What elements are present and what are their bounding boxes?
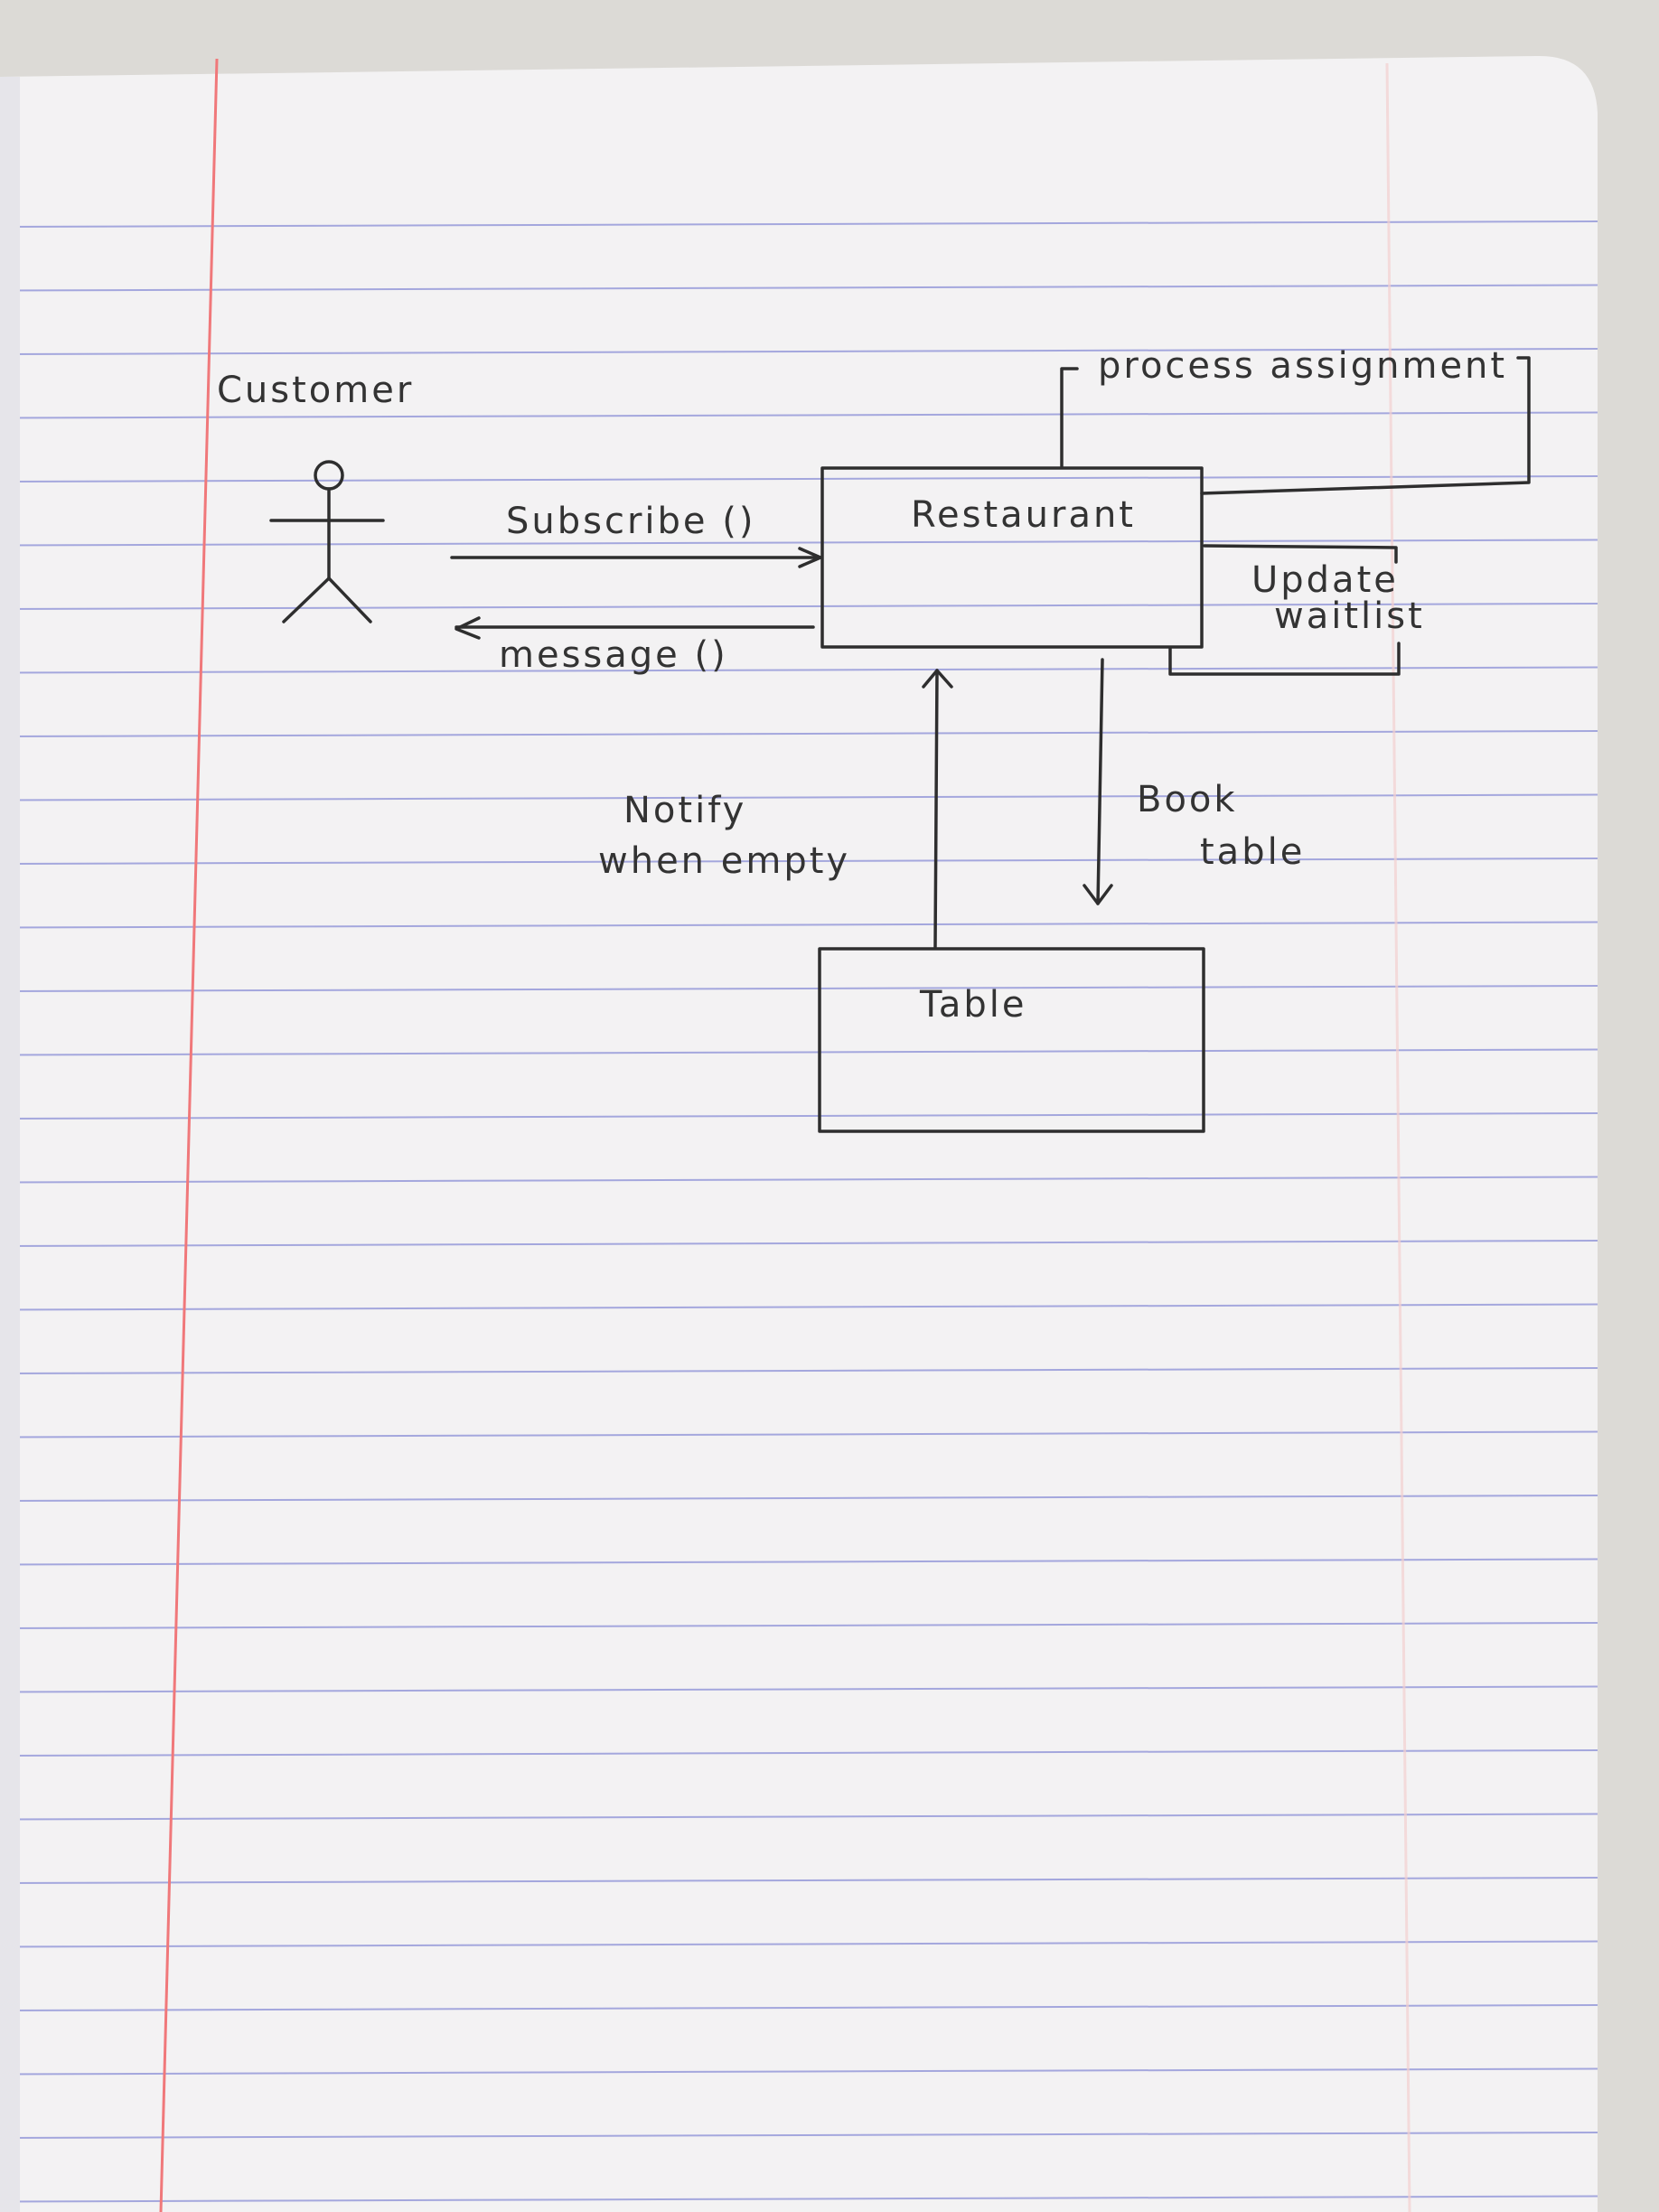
message-arrow — [455, 616, 815, 640]
update-waitlist-loop — [1168, 544, 1401, 676]
ruled-line — [0, 2004, 1598, 2011]
ruled-line — [0, 348, 1598, 355]
ruled-line — [0, 1048, 1598, 1056]
restaurant-box — [820, 466, 1204, 649]
ruled-line — [0, 793, 1598, 801]
ruled-line — [0, 1685, 1598, 1693]
book-label-1: Book — [1137, 779, 1238, 820]
ruled-line — [0, 1430, 1598, 1439]
ruled-line — [0, 1176, 1598, 1184]
ruled-line — [0, 985, 1598, 992]
notify-label-2: when empty — [598, 840, 850, 882]
ruled-line — [0, 411, 1598, 419]
ruled-line — [0, 1813, 1598, 1821]
page-edge-left — [0, 77, 20, 2212]
process-assignment-label: process assignment — [1098, 345, 1507, 387]
faint-right-margin — [1385, 62, 1411, 2212]
ruled-line — [0, 1112, 1598, 1120]
ruled-line — [0, 2067, 1598, 2076]
ruled-line — [0, 1367, 1598, 1374]
ruled-line — [0, 1240, 1598, 1247]
ruled-line — [0, 1940, 1598, 1948]
ruled-line — [0, 220, 1598, 228]
table-label: Table — [919, 984, 1026, 1026]
ruled-lines — [0, 220, 1598, 2203]
notify-arrow — [922, 669, 953, 949]
ruled-line — [0, 475, 1598, 483]
ruled-line — [0, 1495, 1598, 1502]
ruled-line — [0, 1877, 1598, 1884]
ruled-line — [0, 1622, 1598, 1629]
stick-figure-actor — [269, 460, 385, 623]
process-assignment-loop — [1060, 356, 1531, 495]
ruled-line — [0, 1749, 1598, 1757]
notify-label-1: Notify — [623, 790, 746, 831]
ruled-line — [0, 666, 1598, 674]
ruled-line — [0, 2195, 1598, 2203]
ruled-line — [0, 603, 1598, 610]
restaurant-label: Restaurant — [911, 494, 1136, 536]
message-label: message () — [499, 634, 728, 676]
notebook-page — [0, 55, 1598, 2212]
book-table-arrow — [1083, 658, 1113, 905]
subscribe-label: Subscribe () — [506, 501, 755, 542]
ruled-line — [0, 1303, 1598, 1311]
ruled-line — [0, 1558, 1598, 1566]
actor-label: Customer — [217, 370, 414, 411]
subscribe-arrow — [450, 547, 822, 568]
margin-line — [159, 58, 219, 2212]
ruled-line — [0, 284, 1598, 292]
ruled-line — [0, 730, 1598, 737]
ruled-line — [0, 539, 1598, 547]
book-label-2: table — [1200, 831, 1305, 873]
table-box — [818, 947, 1205, 1133]
ruled-line — [0, 921, 1598, 929]
update-waitlist-label-2: waitlist — [1274, 595, 1425, 637]
ruled-line — [0, 2132, 1598, 2139]
ruled-line — [0, 858, 1598, 865]
update-waitlist-label-1: Update — [1251, 559, 1399, 601]
